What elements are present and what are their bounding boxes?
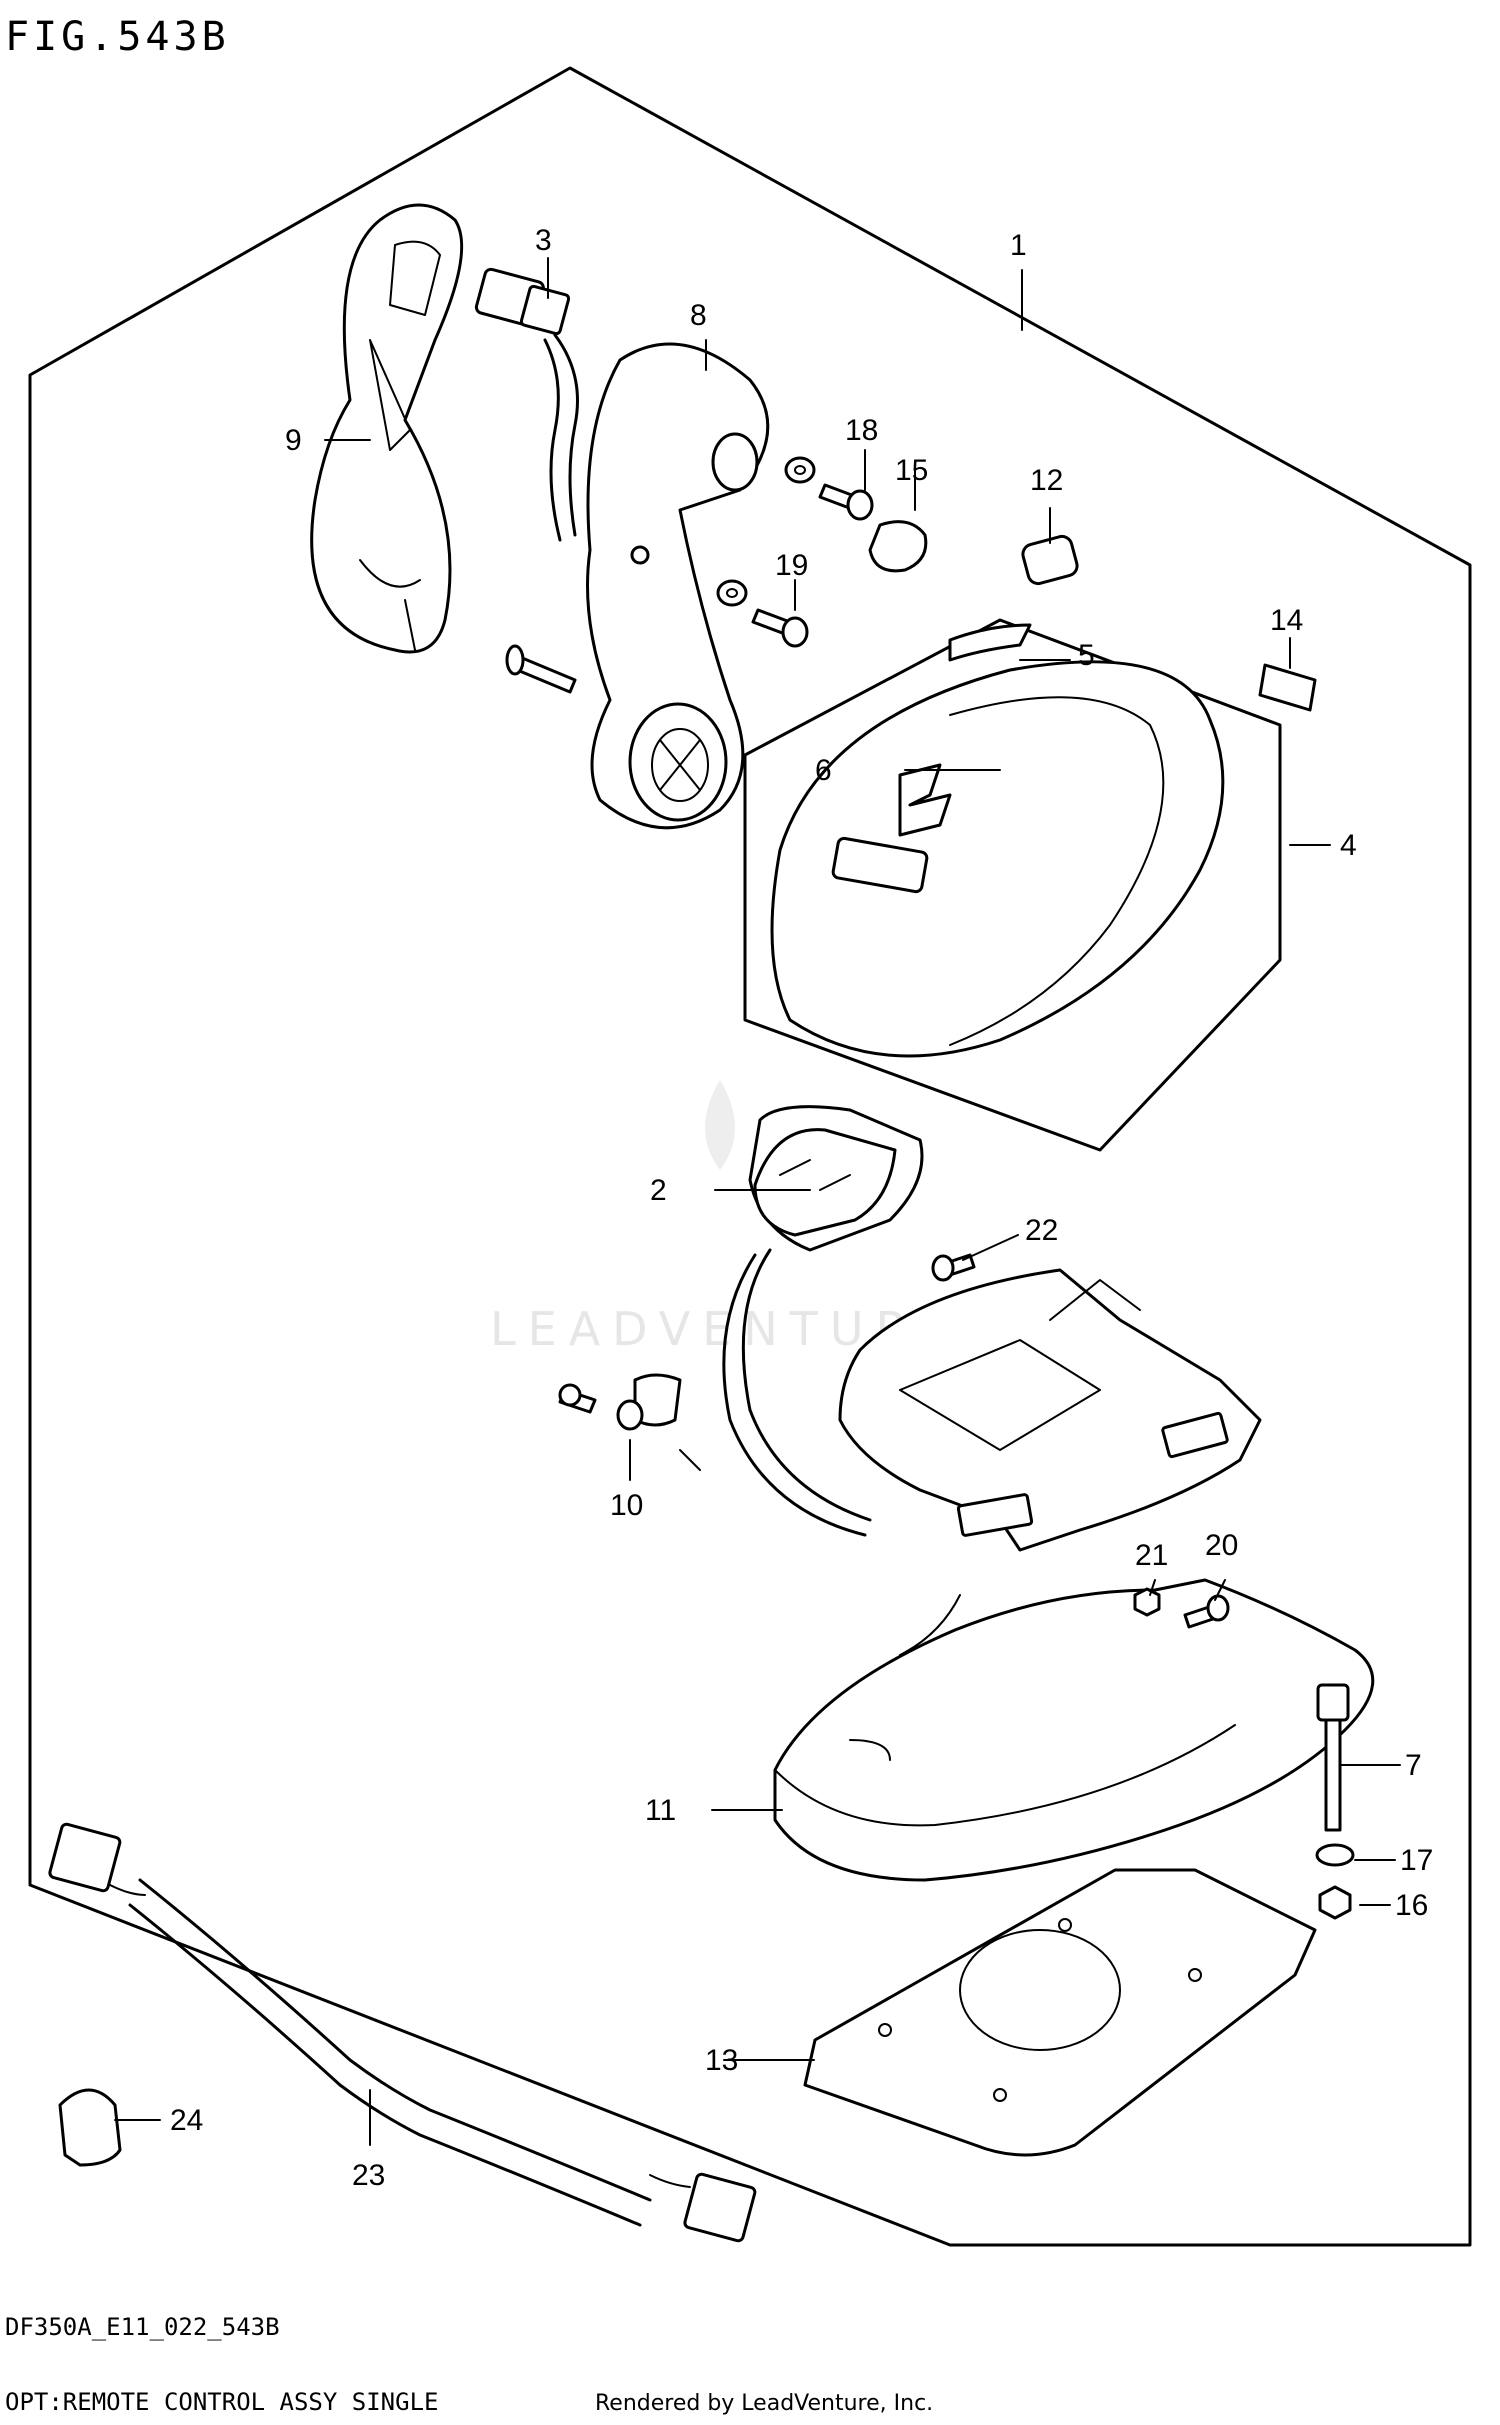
part-8-lever-arm: [586, 342, 770, 830]
hardware-washer-18: [784, 456, 816, 484]
callout-13: 13: [705, 2044, 738, 2077]
callout-22: 22: [1025, 1214, 1058, 1247]
part-10-bracket: [558, 1373, 682, 1431]
callout-1: 1: [1010, 229, 1027, 262]
hardware-screw-19: [751, 608, 809, 648]
part-24-cap: [58, 2088, 122, 2167]
part-21-nut: [1133, 1587, 1161, 1617]
hardware-bolt: [505, 644, 577, 694]
hardware-screw-18: [818, 483, 874, 521]
callout-8: 8: [690, 299, 707, 332]
callout-19: 19: [775, 549, 808, 582]
part-3-connector: [474, 267, 579, 542]
figure-code: DF350A_E11_022_543B: [5, 2313, 280, 2341]
part-23-harness: [48, 1822, 757, 2243]
part-16-nut: [1318, 1885, 1352, 1920]
callout-24: 24: [170, 2104, 203, 2137]
part-7-bolt: [1316, 1683, 1350, 1832]
part-17-washer: [1315, 1843, 1355, 1867]
assembly-outline: [28, 66, 1472, 2247]
callout-20: 20: [1205, 1529, 1238, 1562]
callout-18: 18: [845, 414, 878, 447]
part-14-clip: [1258, 663, 1317, 712]
callout-23: 23: [352, 2159, 385, 2192]
figure-title: FIG.543B: [5, 14, 230, 60]
callout-16: 16: [1395, 1889, 1428, 1922]
part-20-screw: [1183, 1594, 1230, 1629]
part-4-cover: [770, 623, 1225, 1058]
callout-10: 10: [610, 1489, 643, 1522]
callout-4: 4: [1340, 829, 1357, 862]
hardware-washer-19: [716, 579, 748, 607]
callout-5: 5: [1078, 639, 1095, 672]
part-4-frame: [743, 618, 1282, 1152]
callout-9: 9: [285, 424, 302, 457]
part-9-grip: [310, 203, 464, 654]
rendered-by: Rendered by LeadVenture, Inc.: [595, 2391, 933, 2416]
callout-7: 7: [1405, 1749, 1422, 1782]
figure-caption: OPT:REMOTE CONTROL ASSY SINGLE: [5, 2388, 438, 2416]
callout-14: 14: [1270, 604, 1303, 637]
callout-6: 6: [815, 754, 832, 787]
part-22-screw: [931, 1253, 976, 1282]
callout-15: 15: [895, 454, 928, 487]
part-2-switch: [748, 1105, 924, 1252]
part-15-cap: [868, 520, 928, 573]
callout-3: 3: [535, 224, 552, 257]
part-12-plug: [1021, 534, 1079, 586]
base-mechanism: [722, 1248, 1262, 1552]
callout-11: 11: [645, 1794, 676, 1827]
part-11-base: [773, 1578, 1375, 1882]
callout-12: 12: [1030, 464, 1063, 497]
callout-2: 2: [650, 1174, 667, 1207]
part-13-gasket: [803, 1868, 1317, 2157]
leader-lines: [114, 257, 1401, 2146]
callout-21: 21: [1135, 1539, 1168, 1572]
callout-17: 17: [1400, 1844, 1433, 1877]
